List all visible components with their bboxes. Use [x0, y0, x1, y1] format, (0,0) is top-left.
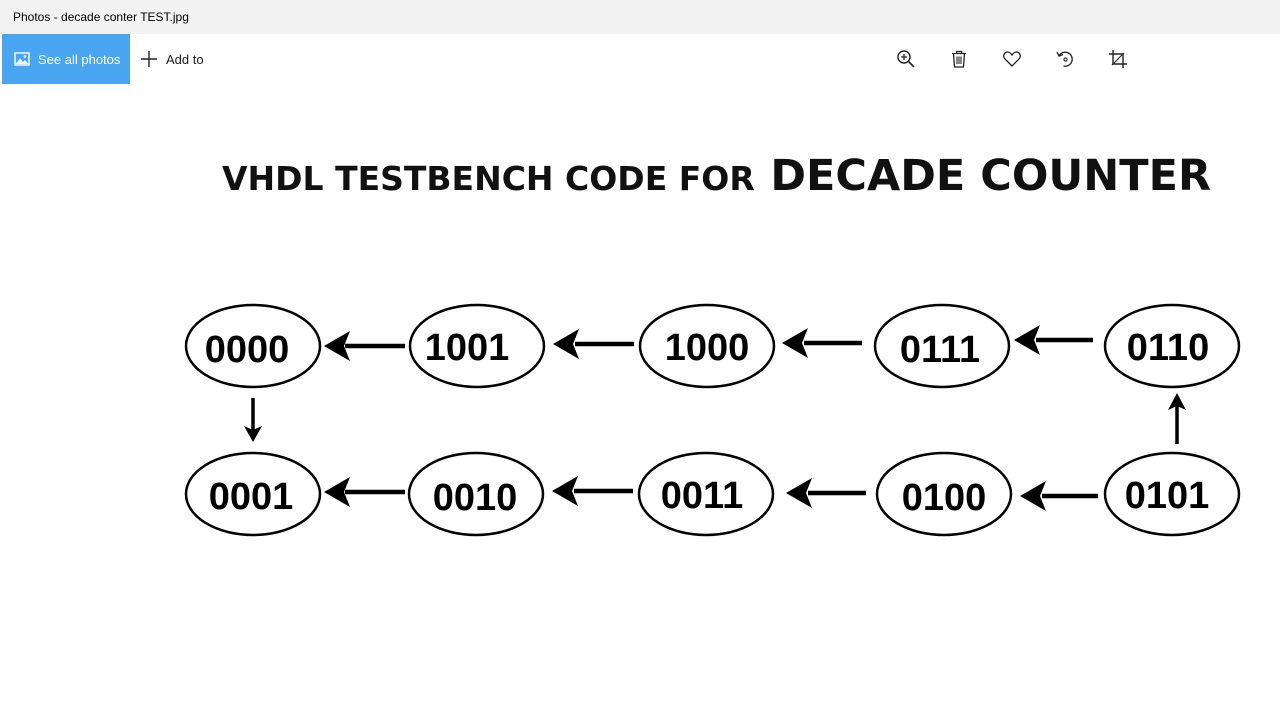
state-node: 0010 [407, 451, 545, 537]
add-to-button[interactable]: Add to [140, 34, 204, 84]
transition-arrow [552, 476, 633, 506]
see-all-photos-label: See all photos [38, 51, 121, 67]
transition-arrow [324, 331, 405, 361]
add-to-label: Add to [166, 51, 204, 67]
image-icon [14, 52, 30, 66]
state-node: 0000 [184, 303, 322, 389]
transition-arrow [1014, 325, 1093, 355]
plus-icon [141, 51, 157, 67]
decade-counter-diagram: VHDL TESTBENCH CODE FOR DECADE COUNTER 0… [184, 151, 1241, 537]
transition-arrow [553, 329, 634, 359]
transition-arrow-down [244, 398, 262, 442]
photo-viewer: VHDL TESTBENCH CODE FOR DECADE COUNTER 0… [0, 84, 1280, 720]
state-node: 1001 [408, 303, 546, 389]
state-label: 0011 [661, 475, 743, 517]
see-all-photos-button[interactable]: See all photos [2, 34, 130, 84]
toolbar: See all photos Add to [0, 34, 1280, 84]
heading-text: VHDL TESTBENCH CODE FOR DECADE COUNTER [222, 151, 1211, 201]
state-node: 0111 [873, 303, 1011, 389]
state-label: 0111 [900, 329, 980, 371]
transition-arrow [786, 478, 866, 508]
zoom-in-icon [897, 50, 915, 68]
heading-part-1: VHDL TESTBENCH CODE FOR [222, 159, 755, 198]
trash-icon [952, 50, 966, 68]
window-title: Photos - decade conter TEST.jpg [0, 0, 1280, 34]
state-label: 0010 [433, 477, 518, 519]
state-label: 1000 [665, 327, 750, 369]
delete-button[interactable] [946, 46, 972, 72]
crop-button[interactable] [1105, 46, 1131, 72]
state-label: 0110 [1127, 327, 1209, 369]
rotate-icon [1056, 51, 1073, 67]
state-node: 0100 [875, 451, 1013, 537]
state-label: 0101 [1125, 475, 1210, 517]
state-label: 0100 [902, 477, 987, 519]
transition-arrow-up [1168, 393, 1186, 444]
state-node: 0110 [1103, 303, 1241, 389]
crop-icon [1109, 50, 1127, 68]
transition-arrow [782, 328, 862, 358]
state-node: 1000 [638, 303, 776, 389]
state-node: 0001 [184, 451, 322, 537]
transition-arrow [1020, 481, 1098, 511]
state-node: 0011 [637, 451, 775, 537]
state-label: 1001 [425, 327, 510, 369]
heart-icon [1003, 51, 1021, 67]
favorite-button[interactable] [999, 46, 1025, 72]
rotate-button[interactable] [1052, 46, 1078, 72]
transition-arrow [324, 477, 405, 507]
state-label: 0001 [209, 476, 294, 518]
zoom-button[interactable] [893, 46, 919, 72]
state-label: 0000 [205, 329, 290, 371]
state-node: 0101 [1103, 451, 1241, 537]
heading-part-2: DECADE COUNTER [770, 151, 1211, 201]
